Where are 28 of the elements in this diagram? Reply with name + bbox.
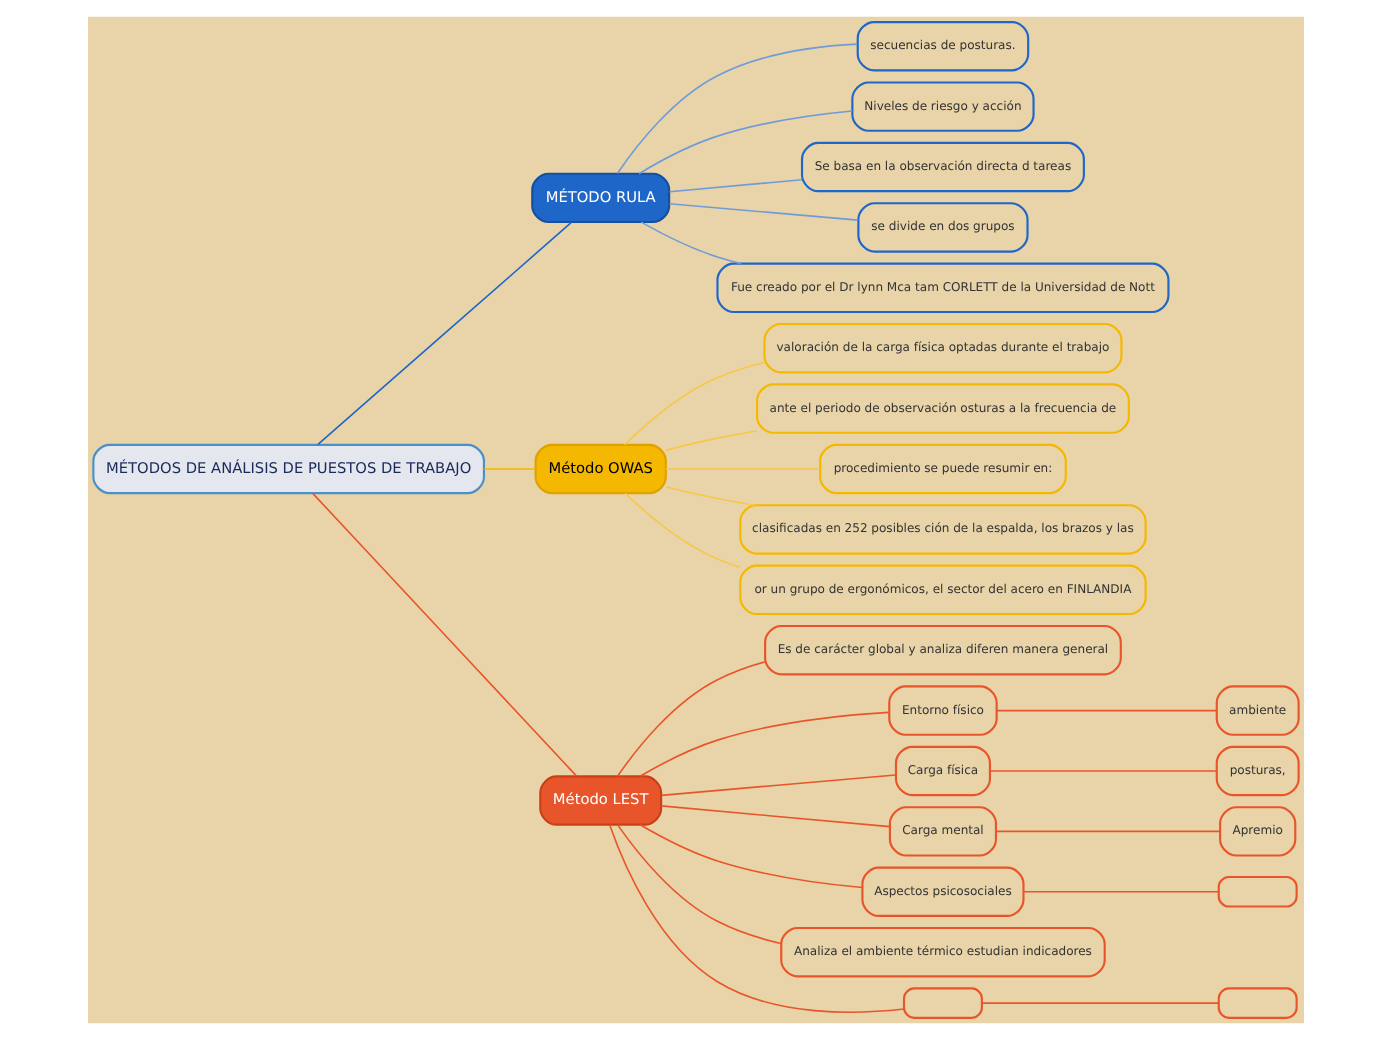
connector <box>638 110 853 175</box>
connector <box>639 823 864 889</box>
connector <box>311 492 578 777</box>
node-box <box>902 987 983 1019</box>
connector <box>981 1002 1220 1004</box>
connector <box>668 178 803 193</box>
connector <box>1023 890 1220 893</box>
connector <box>660 805 891 828</box>
connector <box>665 485 756 506</box>
connector <box>616 43 859 175</box>
connector <box>623 361 766 446</box>
connector <box>640 221 742 265</box>
connector <box>989 770 1218 772</box>
connector <box>668 202 859 221</box>
connector <box>665 430 758 452</box>
connector <box>624 492 741 569</box>
connector <box>996 709 1218 712</box>
connector <box>317 221 573 446</box>
connector <box>608 824 905 1013</box>
connector <box>616 661 766 778</box>
connector <box>665 468 821 470</box>
connector <box>639 711 890 778</box>
node-box <box>1217 875 1298 908</box>
connector <box>660 774 897 797</box>
connector <box>995 830 1221 833</box>
node-box <box>1217 987 1298 1019</box>
connector <box>483 468 537 470</box>
connector <box>617 824 782 945</box>
